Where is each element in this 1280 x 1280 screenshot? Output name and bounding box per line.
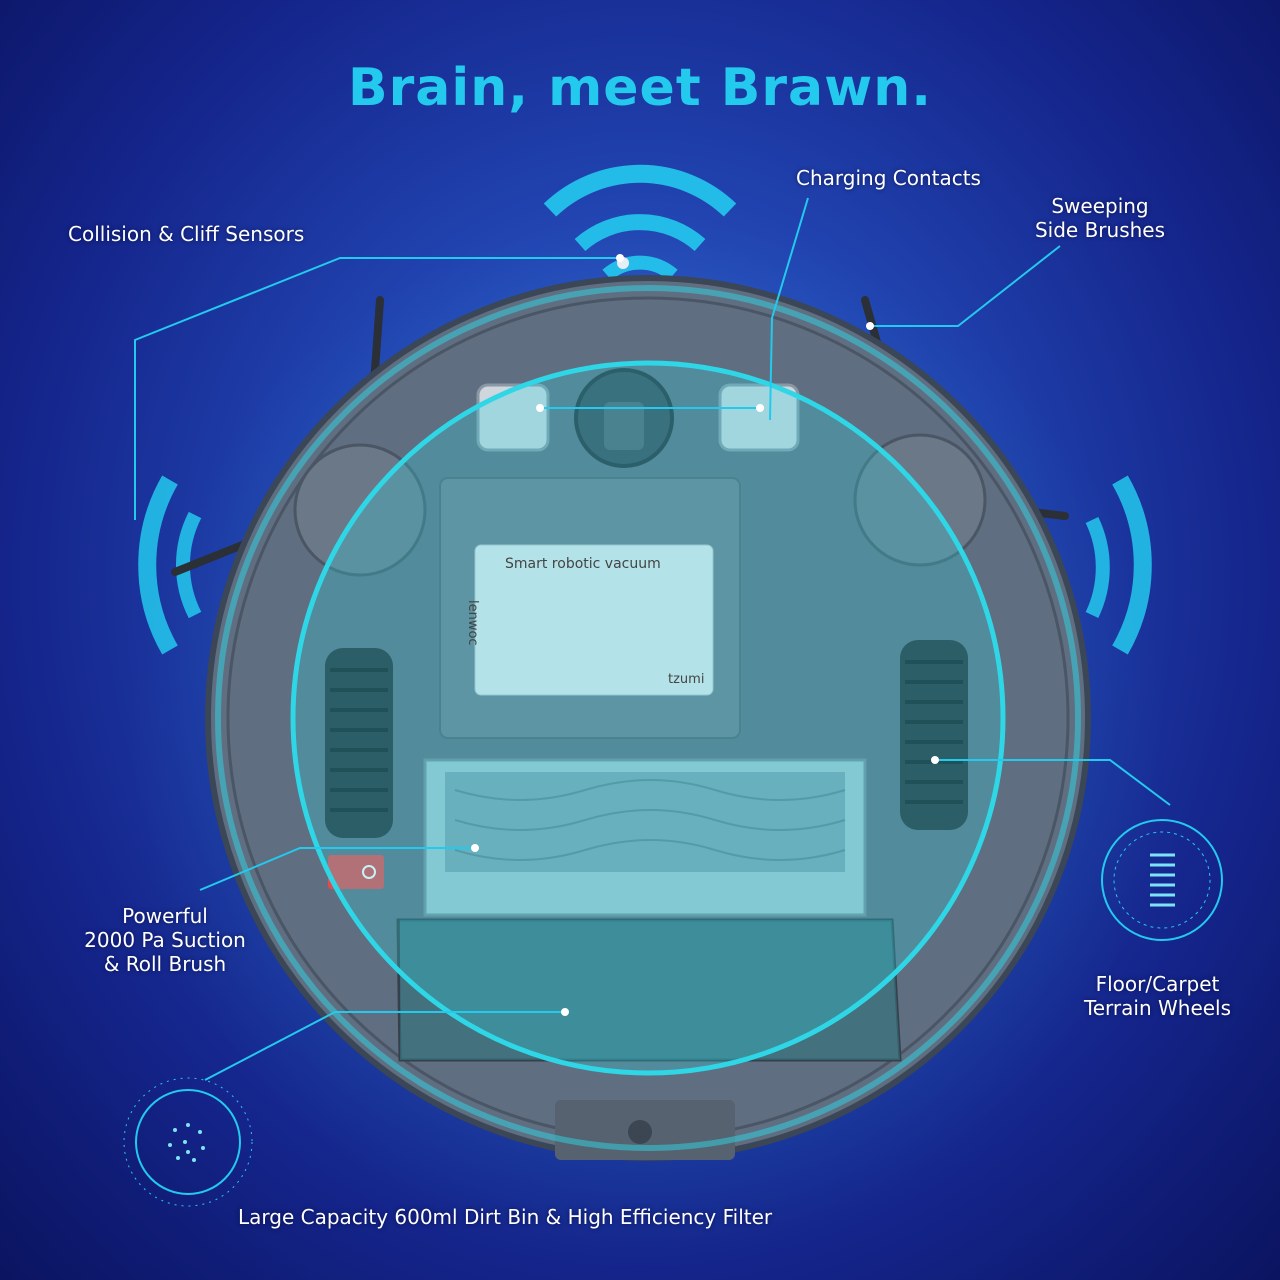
sticker-title: Smart robotic vacuum <box>505 556 661 572</box>
sticker-mark: tzumi <box>668 672 705 687</box>
filter-badge-icon <box>123 1077 253 1207</box>
right-sensor-wave-icon <box>1085 475 1152 655</box>
power-switch <box>328 855 384 889</box>
callout-lines <box>134 197 1171 1081</box>
headline: Brain, meet Brawn. <box>348 58 932 118</box>
dirt-bin <box>396 918 902 1062</box>
product-sticker <box>474 544 714 696</box>
left-drive-wheel <box>325 648 393 838</box>
sticker-brand: lenwoc <box>465 600 480 646</box>
charging-contact-right <box>718 383 800 452</box>
charging-contacts-label: Charging Contacts <box>796 166 981 190</box>
wifi-signal-icon <box>543 164 737 281</box>
terrain-wheels-label: Floor/Carpet Terrain Wheels <box>1083 972 1232 1020</box>
terrain-wheel-badge-icon <box>1101 819 1223 941</box>
overlay-ring <box>290 360 1006 1076</box>
suction-label: Powerful 2000 Pa Suction & Roll Brush <box>84 904 246 976</box>
collision-sensors-label: Collision & Cliff Sensors <box>68 222 305 246</box>
charging-contact-left <box>476 383 550 452</box>
side-brushes-label: Sweeping Side Brushes <box>1034 194 1166 242</box>
dirt-bin-label: Large Capacity 600ml Dirt Bin & High Eff… <box>238 1205 773 1229</box>
